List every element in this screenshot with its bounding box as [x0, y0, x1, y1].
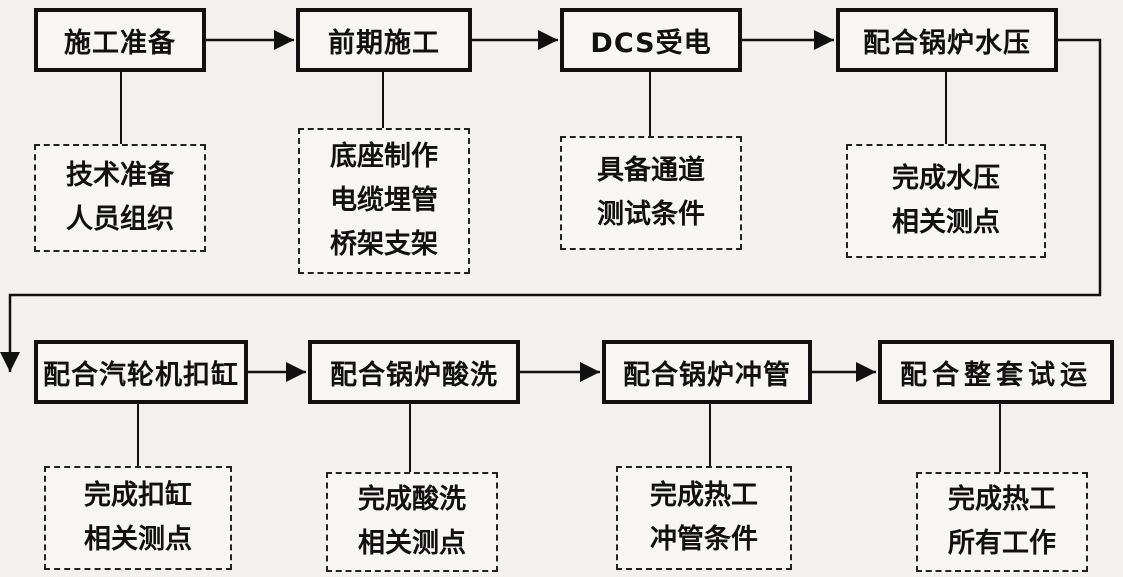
detail-line: 电缆埋管 [330, 185, 438, 216]
step-boiler-acid-wash: 配合锅炉酸洗 [308, 340, 520, 404]
step-turbine-closing: 配合汽轮机扣缸 [34, 340, 248, 404]
step-boiler-blowing: 配合锅炉冲管 [602, 340, 812, 404]
detail-line: 完成酸洗 [358, 484, 466, 515]
step-full-trial-run: 配合整套试运 [878, 340, 1114, 404]
step-dcs-power-on: DCS受电 [560, 8, 742, 72]
detail-boiler-acid-wash: 完成酸洗 相关测点 [326, 472, 498, 572]
detail-line: 所有工作 [948, 528, 1056, 559]
detail-line: 桥架支架 [330, 229, 438, 260]
detail-early-construction: 底座制作 电缆埋管 桥架支架 [298, 128, 470, 274]
detail-boiler-blowing: 完成热工 冲管条件 [616, 466, 792, 570]
detail-line: 完成水压 [892, 163, 1000, 194]
detail-line: 完成热工 [650, 480, 758, 511]
detail-full-trial-run: 完成热工 所有工作 [916, 472, 1088, 572]
detail-line: 测试条件 [597, 199, 705, 230]
step-boiler-hydro-test: 配合锅炉水压 [836, 8, 1058, 72]
detail-turbine-closing: 完成扣缸 相关测点 [44, 466, 232, 570]
detail-line: 技术准备 [66, 160, 174, 191]
arrow-row1-to-row2 [0, 38, 1102, 372]
step-early-construction: 前期施工 [296, 8, 472, 72]
detail-line: 底座制作 [330, 141, 438, 172]
detail-line: 相关测点 [892, 207, 1000, 238]
detail-line: 具备通道 [597, 155, 705, 186]
detail-line: 相关测点 [84, 524, 192, 555]
detail-line: 冲管条件 [650, 524, 758, 555]
step-construction-prep: 施工准备 [34, 8, 206, 72]
detail-line: 完成扣缸 [84, 480, 192, 511]
detail-line: 相关测点 [358, 528, 466, 559]
detail-line: 人员组织 [66, 204, 174, 235]
detail-construction-prep: 技术准备 人员组织 [34, 144, 206, 252]
detail-dcs-power-on: 具备通道 测试条件 [560, 136, 742, 250]
detail-boiler-hydro-test: 完成水压 相关测点 [846, 144, 1046, 258]
detail-line: 完成热工 [948, 484, 1056, 515]
